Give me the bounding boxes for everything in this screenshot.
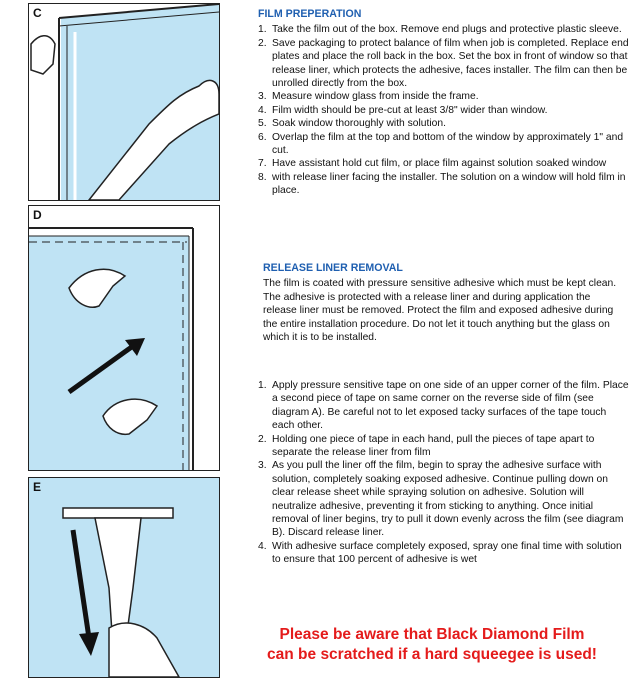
list-item: 4.Film width should be pre-cut at least …	[258, 104, 548, 116]
hand-icon	[108, 622, 180, 677]
hand-lower-icon	[102, 398, 159, 436]
film-prep-section: FILM PREPERATION 1.Take the film out of …	[258, 8, 630, 198]
list-item: 6.Overlap the film at the top and bottom…	[258, 131, 624, 157]
list-item: 7.Have assistant hold cut film, or place…	[258, 158, 607, 170]
diagram-label: E	[33, 480, 42, 494]
warning-notice: Please be aware that Black Diamond Film …	[230, 625, 634, 665]
diagram-d-illustration	[29, 227, 194, 470]
list-item: 4.With adhesive surface completely expos…	[258, 540, 622, 566]
release-liner-section: RELEASE LINER REMOVAL The film is coated…	[263, 262, 623, 344]
squeegee-blade-icon	[62, 507, 174, 519]
arrow-up-right-icon	[125, 338, 145, 356]
diagram-label: C	[33, 6, 42, 20]
hand-left-icon	[30, 35, 56, 75]
list-item: 2.Save packaging to protect balance of f…	[258, 37, 629, 90]
diagram-c-illustration	[30, 4, 219, 200]
arm-right-icon	[88, 79, 219, 200]
list-item: 3.Measure window glass from inside the f…	[258, 91, 479, 103]
diagram-e: E	[28, 477, 220, 678]
diagram-c: C	[28, 3, 220, 201]
release-liner-heading: RELEASE LINER REMOVAL	[263, 262, 403, 274]
list-item: 3.As you pull the liner off the film, be…	[258, 460, 624, 539]
warning-line-1: Please be aware that Black Diamond Film	[279, 626, 585, 643]
hand-upper-icon	[68, 268, 127, 308]
release-liner-intro: The film is coated with pressure sensiti…	[263, 278, 617, 344]
list-item: 8.with release liner facing the installe…	[258, 171, 626, 197]
list-item: 1.Take the film out of the box. Remove e…	[258, 24, 622, 36]
film-prep-steps: 1.Take the film out of the box. Remove e…	[258, 23, 630, 197]
film-prep-heading: FILM PREPERATION	[258, 8, 362, 20]
release-liner-steps: 1.Apply pressure sensitive tape on one s…	[258, 379, 630, 567]
list-item: 2.Holding one piece of tape in each hand…	[258, 433, 595, 459]
warning-line-2: can be scratched if a hard squeegee is u…	[267, 646, 597, 663]
release-liner-steps-section: 1.Apply pressure sensitive tape on one s…	[258, 379, 630, 567]
arrow-down-icon	[79, 632, 99, 656]
list-item: 1.Apply pressure sensitive tape on one s…	[258, 380, 629, 432]
diagram-d: D	[28, 205, 220, 471]
diagram-e-illustration	[29, 478, 219, 677]
list-item: 5.Soak window thoroughly with solution.	[258, 118, 447, 130]
diagram-label: D	[33, 208, 42, 222]
